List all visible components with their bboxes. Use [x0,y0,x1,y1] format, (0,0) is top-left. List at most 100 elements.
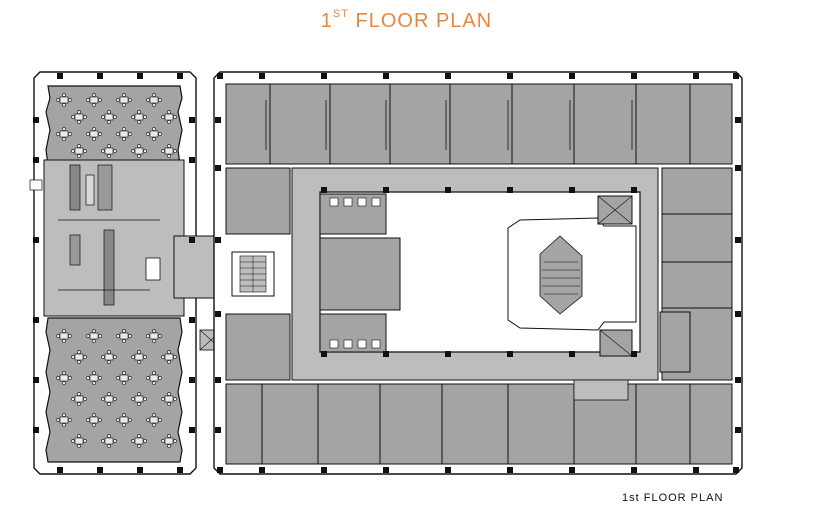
restroom-fixtures [329,197,381,349]
dining-table [164,113,174,121]
column [445,467,451,473]
east-service-rooms [659,311,691,373]
column [735,311,741,317]
chair [107,392,111,396]
dining-table [89,374,99,382]
atrium-feature-stair [507,195,637,357]
office-north [269,83,331,165]
chair [107,360,111,364]
column [321,73,327,79]
office-north [635,83,691,165]
column [97,467,103,473]
chair [143,115,147,119]
chair [131,115,135,119]
column [215,377,221,383]
chair [122,339,126,343]
chair [122,329,126,333]
column [33,427,39,433]
column [735,427,741,433]
chair [173,397,177,401]
chair [62,413,66,417]
dining-table [59,416,69,424]
chair [122,413,126,417]
dining-table [74,437,84,445]
office-north [573,83,637,165]
chair [116,418,120,422]
dining-table [59,130,69,138]
chair [158,376,162,380]
title-superscript: ST [332,8,349,21]
column [137,467,143,473]
column [217,467,223,473]
column [693,73,699,79]
chair [137,392,141,396]
column [735,117,741,123]
chair [158,418,162,422]
column [445,73,451,79]
column [569,187,575,193]
chair [128,418,132,422]
column [189,157,195,163]
chair [98,334,102,338]
dining-table [59,374,69,382]
chair [86,334,90,338]
dining-table [74,147,84,155]
column [569,467,575,473]
chair [107,434,111,438]
column [733,73,739,79]
kitchen-equipment [29,164,160,306]
column [735,237,741,243]
chair [173,439,177,443]
chair [167,350,171,354]
chair [62,371,66,375]
chair [161,149,165,153]
dining-table [89,96,99,104]
chair [86,376,90,380]
chair [137,154,141,158]
dining-table [149,96,159,104]
column [693,467,699,473]
chair [77,360,81,364]
chair [167,402,171,406]
chair [83,149,87,153]
chair [146,376,150,380]
dining-table [149,416,159,424]
chair [152,371,156,375]
chair [86,132,90,136]
chair [167,120,171,124]
chair [56,98,60,102]
chair [152,103,156,107]
chair [167,144,171,148]
chair [71,439,75,443]
chair [113,149,117,153]
column [383,351,389,357]
chair [107,110,111,114]
chair [158,334,162,338]
column [445,351,451,357]
chair [107,144,111,148]
column [259,73,265,79]
column [383,73,389,79]
chair [152,329,156,333]
chair [113,397,117,401]
column [189,377,195,383]
column [189,317,195,323]
chair [62,93,66,97]
chair [77,392,81,396]
chair [137,120,141,124]
chair [77,444,81,448]
dining-table [74,113,84,121]
chair [92,127,96,131]
chair [107,402,111,406]
chair [173,115,177,119]
chair [161,355,165,359]
chair [146,132,150,136]
office-north [449,83,513,165]
chair [107,154,111,158]
floor-plan-title: 1ST FLOOR PLAN [0,8,813,33]
column [177,467,183,473]
column [383,467,389,473]
column [321,351,327,357]
chair [77,110,81,114]
